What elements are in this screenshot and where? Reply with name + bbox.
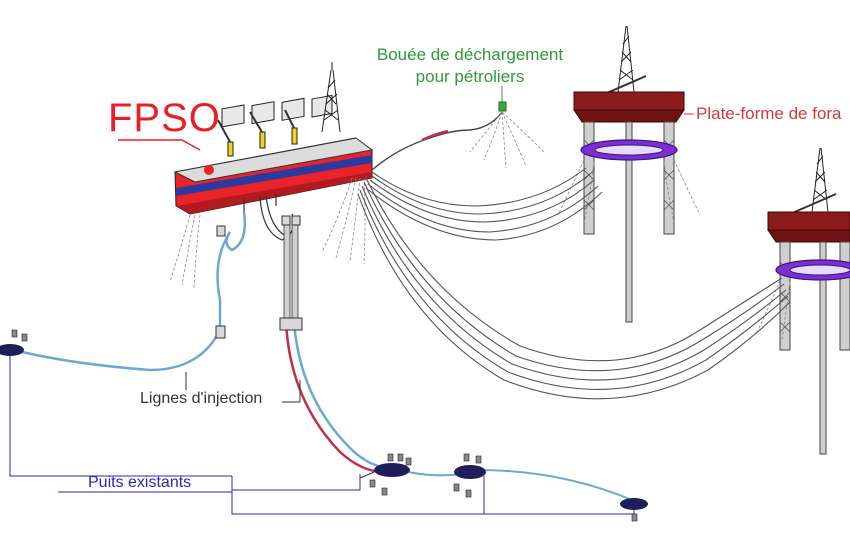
existing-wells-lines bbox=[9, 356, 635, 515]
fpso-cranes bbox=[217, 109, 298, 157]
fpso-process-modules bbox=[221, 94, 333, 128]
buoy-hose-red bbox=[421, 129, 449, 142]
drilling-platform-2 bbox=[755, 147, 850, 455]
platform-2-deck bbox=[767, 211, 850, 231]
wellhead-manifold-2 bbox=[453, 453, 486, 498]
fpso-deck bbox=[173, 137, 374, 183]
risers-to-platform-1 bbox=[365, 167, 603, 241]
platform-2-crane bbox=[789, 193, 837, 215]
injection-lines-label: Lignes d'injection bbox=[140, 390, 263, 407]
wellhead-left bbox=[0, 329, 28, 356]
platform-1-columns bbox=[583, 121, 675, 323]
platform-1-deck bbox=[573, 91, 685, 111]
fpso-hull-blue-stripe bbox=[176, 155, 372, 196]
buoy-marker bbox=[498, 101, 507, 112]
platform-label: Plate-forme de fora bbox=[696, 104, 842, 123]
injection-riser-tower-2 bbox=[291, 221, 299, 323]
fpso-label: FPSO bbox=[108, 96, 221, 140]
fpso-vessel bbox=[118, 62, 374, 289]
buoy-label: Bouée de déchargement pour pétroliers bbox=[340, 44, 600, 88]
injection-connectors bbox=[215, 215, 303, 339]
fpso-hull-bottom bbox=[176, 172, 372, 214]
buoy-mooring-lines bbox=[469, 111, 545, 169]
fpso-label-leader bbox=[118, 139, 201, 151]
fpso-deck-marker bbox=[204, 165, 214, 175]
wellhead-right bbox=[620, 498, 648, 522]
fpso-flare-tower bbox=[321, 62, 341, 133]
injection-lines bbox=[13, 211, 633, 501]
subsea-wellheads bbox=[0, 329, 648, 522]
platform-1-derrick bbox=[617, 25, 635, 93]
wellhead-manifold-1 bbox=[359, 453, 412, 496]
risers-to-platform-2 bbox=[357, 177, 791, 400]
drilling-platform-1 bbox=[557, 25, 701, 323]
buoy-hose bbox=[371, 111, 503, 171]
injection-label-leaders bbox=[185, 372, 301, 403]
existing-wells-label: Puits existants bbox=[88, 474, 192, 491]
injection-riser-tower-1 bbox=[283, 221, 291, 323]
buoy-label-line-2: pour pétroliers bbox=[415, 67, 525, 86]
fpso-mooring-lines bbox=[169, 177, 366, 289]
offloading-buoy bbox=[371, 86, 545, 171]
buoy-label-line-1: Bouée de déchargement bbox=[376, 45, 564, 64]
platform-2-mooring-lines bbox=[755, 279, 791, 341]
platform-2-columns bbox=[779, 241, 850, 455]
platform-2-derrick bbox=[811, 147, 829, 213]
